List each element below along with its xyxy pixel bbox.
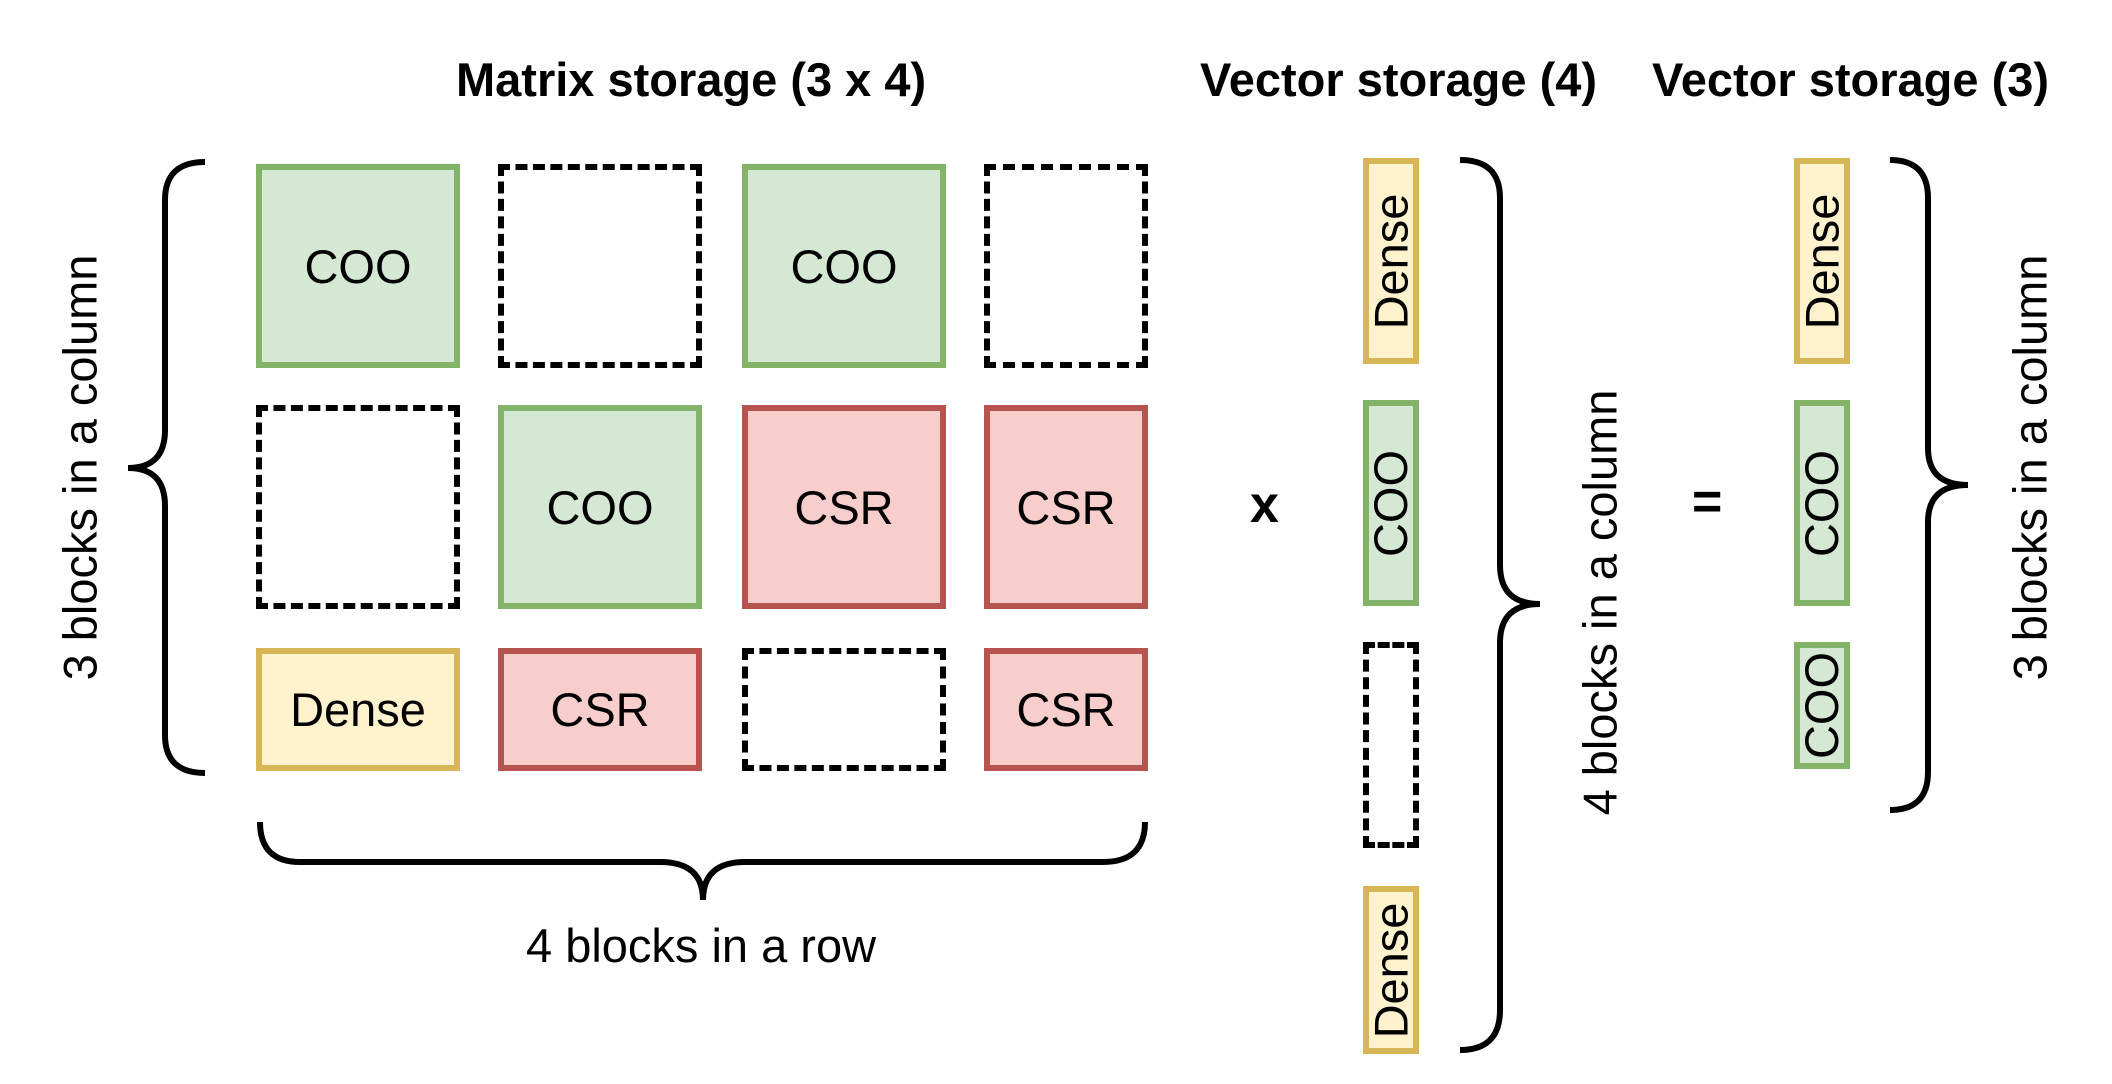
vector-in-count-label: 4 blocks in a column <box>1573 389 1627 816</box>
matrix-block-empty <box>742 648 946 771</box>
vector-out-block-coo: COO <box>1794 400 1850 606</box>
vector-in-block-label: Dense <box>1364 193 1418 329</box>
vector-out-count-label: 3 blocks in a column <box>2003 254 2057 681</box>
matrix-block-csr: CSR <box>984 405 1148 609</box>
matrix-cols-brace <box>257 821 1148 901</box>
matrix-block-empty <box>256 405 460 609</box>
matrix-block-coo: COO <box>498 405 702 609</box>
vector-in-block-coo: COO <box>1363 400 1419 606</box>
equals-operator: = <box>1692 473 1723 531</box>
vector-in-brace <box>1459 157 1541 1053</box>
matrix-block-csr: CSR <box>498 648 702 771</box>
vector-out-block-label: COO <box>1795 651 1849 760</box>
matrix-storage-heading: Matrix storage (3 x 4) <box>456 53 927 106</box>
matrix-block-label: CSR <box>1016 683 1116 736</box>
matrix-block-dense: Dense <box>256 648 460 771</box>
vector-out-block-label: COO <box>1795 449 1849 557</box>
matrix-block-coo: COO <box>742 164 946 368</box>
matrix-block-csr: CSR <box>742 405 946 609</box>
vector-in-block-label: COO <box>1364 449 1418 557</box>
vector-in-block-dense: Dense <box>1363 886 1419 1054</box>
matrix-block-empty <box>498 164 702 368</box>
matrix-block-label: COO <box>790 239 898 293</box>
matrix-cols-label: 4 blocks in a row <box>526 919 877 972</box>
vector-out-block-dense: Dense <box>1794 158 1850 364</box>
matrix-block-empty <box>984 164 1148 368</box>
matrix-block-label: CSR <box>794 480 894 534</box>
vector-in-storage-heading: Vector storage (4) <box>1200 53 1598 106</box>
vector-out-storage-heading: Vector storage (3) <box>1652 53 2050 106</box>
matrix-block-coo: COO <box>256 164 460 368</box>
vector-out-block-coo: COO <box>1794 642 1850 769</box>
matrix-block-label: COO <box>304 239 412 293</box>
vector-in-block-dense: Dense <box>1363 158 1419 364</box>
matrix-rows-brace <box>127 159 206 776</box>
vector-out-block-label: Dense <box>1795 193 1849 329</box>
vector-out-brace <box>1889 157 1969 813</box>
vector-in-block-empty <box>1363 642 1419 848</box>
matrix-block-label: CSR <box>550 683 650 736</box>
matrix-block-label: Dense <box>290 683 426 736</box>
matrix-block-csr: CSR <box>984 648 1148 771</box>
multiply-operator: x <box>1250 476 1279 534</box>
vector-in-block-label: Dense <box>1364 902 1418 1038</box>
matrix-block-label: COO <box>546 480 654 534</box>
matrix-rows-label: 3 blocks in a column <box>53 254 107 681</box>
matrix-block-label: CSR <box>1016 480 1116 534</box>
